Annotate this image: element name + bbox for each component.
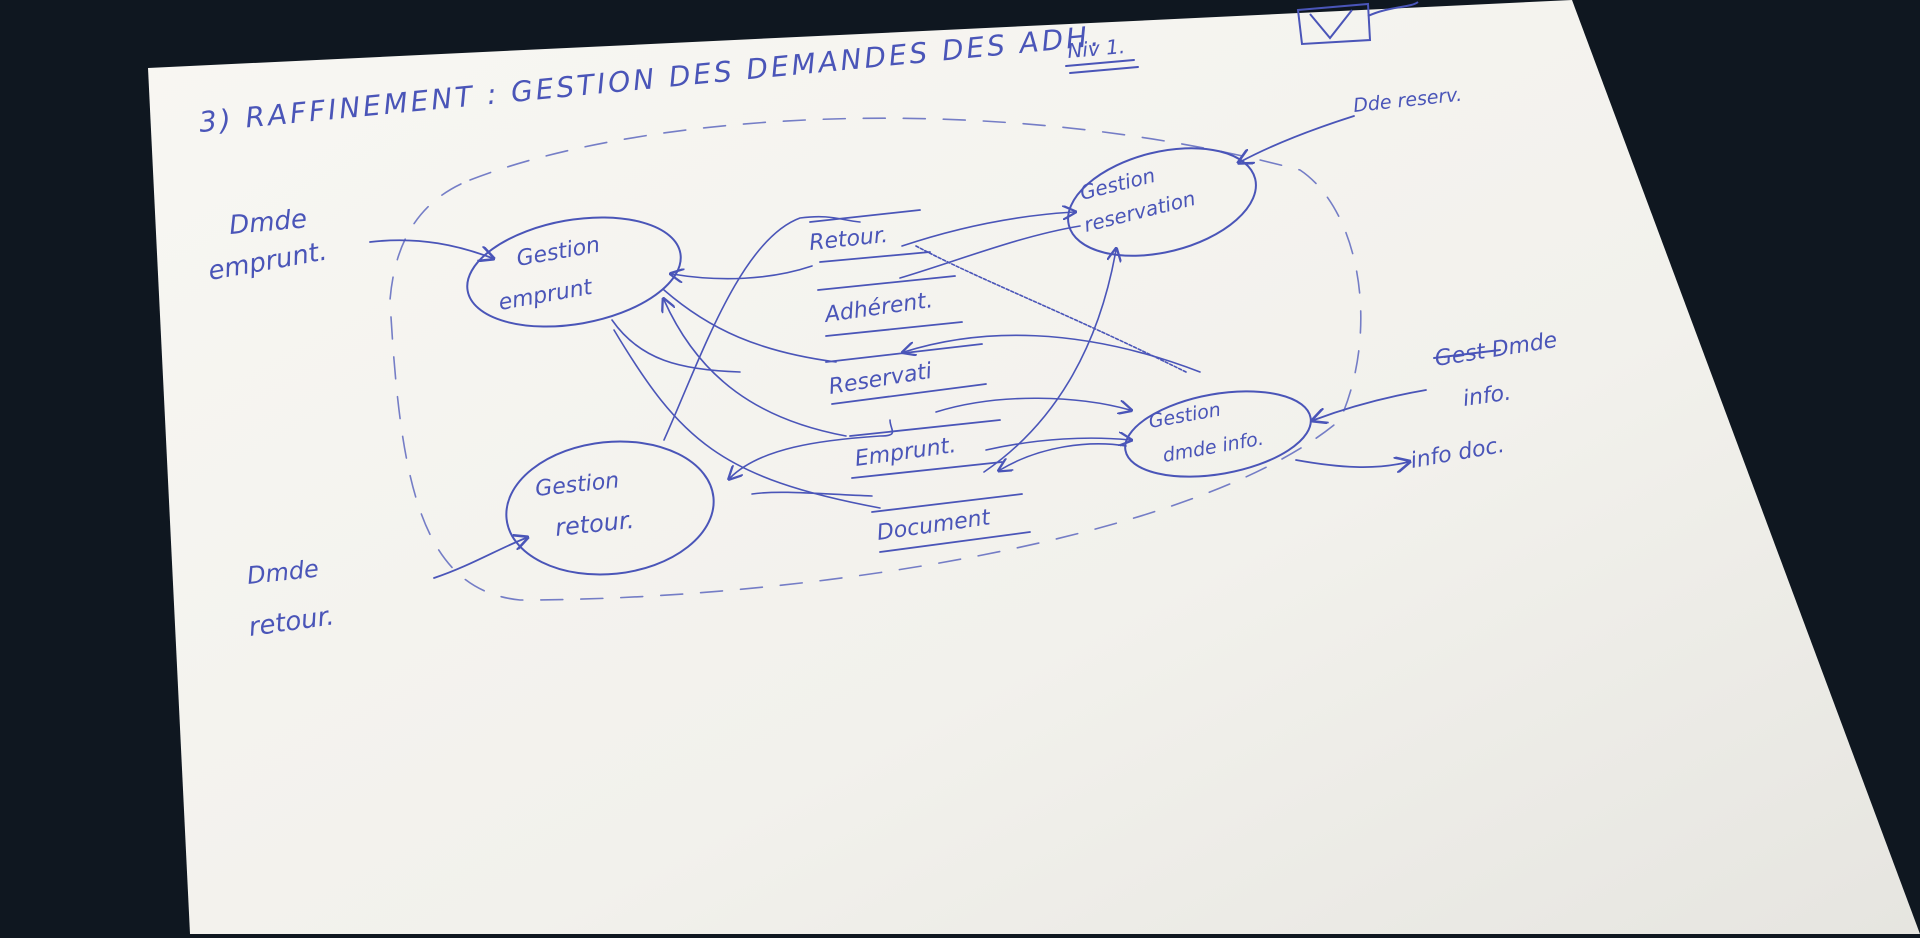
- arrow-dmde-retour: [433, 538, 526, 579]
- internal-flows: [611, 212, 1201, 509]
- system-boundary: [389, 117, 1362, 601]
- paper-sheet: [148, 0, 1920, 934]
- arrow-info-doc: [1295, 460, 1408, 467]
- strikethrough-gest: [1433, 349, 1501, 359]
- arrow-dmde-emprunt: [369, 239, 492, 258]
- level-label: Niv 1.: [1066, 34, 1126, 63]
- level-underline: [1065, 59, 1139, 74]
- arrow-dmde-info: [1314, 389, 1427, 420]
- arrow-dde-reserv: [1240, 115, 1355, 162]
- flow-dmde-emprunt-line1: Dmde: [228, 204, 308, 241]
- stamp-logo: [1296, 1, 1419, 46]
